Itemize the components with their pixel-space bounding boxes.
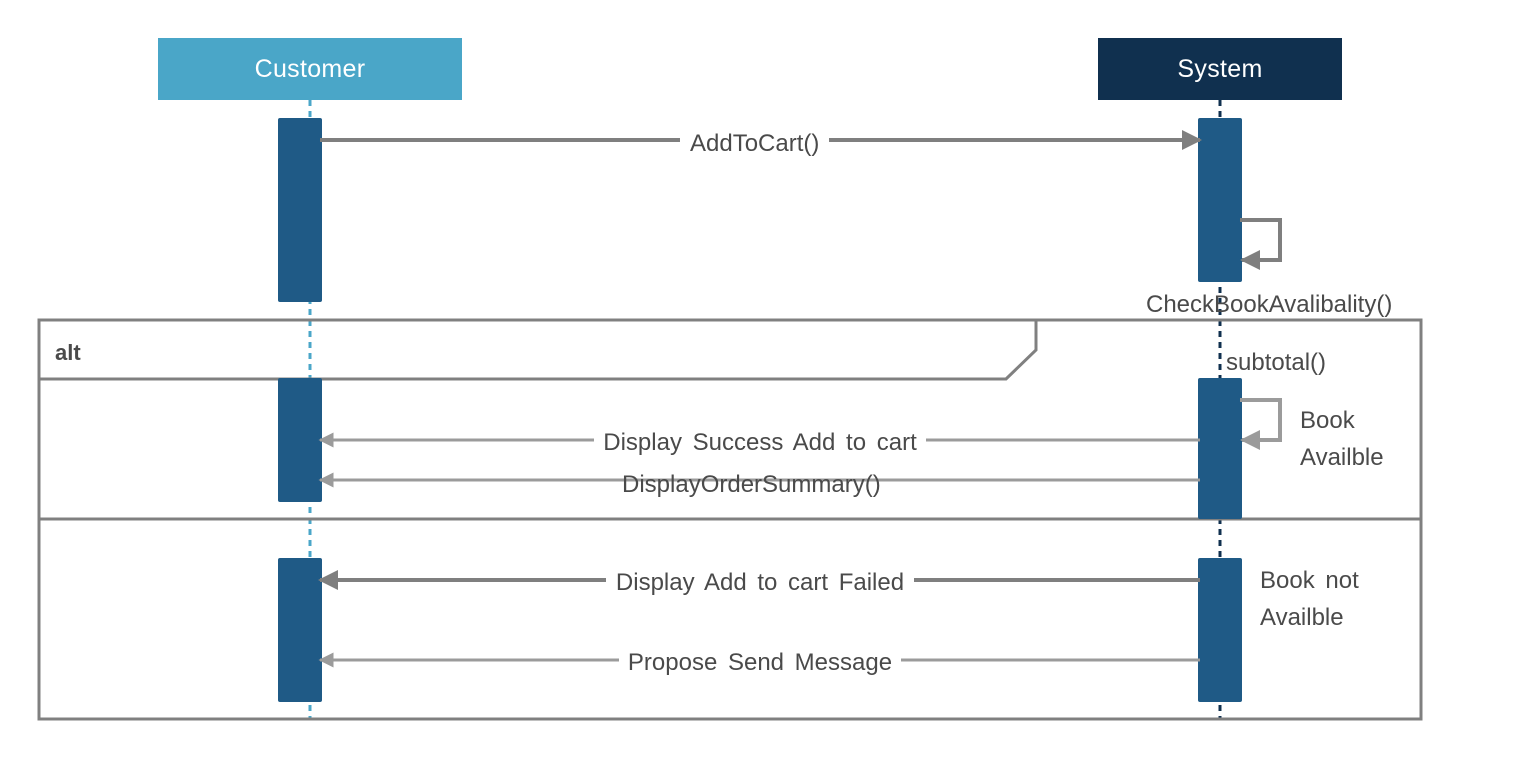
subtotal-label: subtotal() (1226, 349, 1327, 376)
customer-activation-2 (278, 378, 322, 502)
subtotal-self-arrow (1240, 398, 1282, 450)
display-failed-label: Display Add to cart Failed (606, 564, 914, 619)
system-header: System (1098, 38, 1342, 100)
book-available-note: Book Availble (1300, 407, 1384, 471)
propose-send-label: Propose Send Message (619, 644, 901, 699)
check-book-label: CheckBookAvalibality() (1146, 291, 1393, 318)
customer-activation-3 (278, 558, 322, 702)
display-success-label: Display Success Add to cart (594, 424, 926, 461)
customer-header: Customer (158, 38, 462, 100)
customer-activation-1 (278, 118, 322, 302)
customer-header-label: Customer (254, 54, 366, 83)
display-order-summary-label: DisplayOrderSummary() (622, 471, 881, 498)
system-activation-3 (1198, 558, 1242, 702)
system-header-label: System (1177, 54, 1263, 83)
book-not-available-note: Book not Availble (1260, 567, 1359, 631)
alt-fragment-tab (39, 320, 1038, 381)
check-book-self-arrow (1240, 218, 1282, 270)
alt-operator-label: alt (55, 340, 81, 365)
add-to-cart-label: AddToCart() (680, 125, 830, 162)
system-activation-1 (1198, 118, 1242, 282)
system-activation-2 (1198, 378, 1242, 519)
